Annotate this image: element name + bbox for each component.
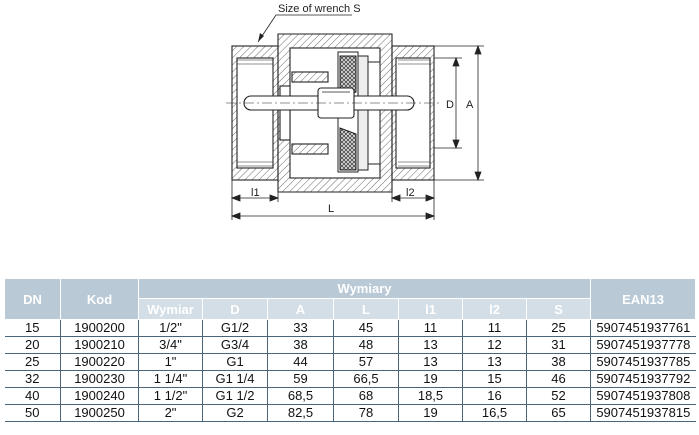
cell-l: 78 (333, 404, 399, 422)
dim-l2 (390, 180, 436, 220)
spec-table: DN Kod Wymiary EAN13 Wymiar D A L l1 l2 … (4, 278, 697, 422)
cell-a: 82,5 (267, 404, 334, 422)
cell-l2: 15 (462, 370, 527, 388)
cell-l1: 11 (398, 319, 463, 337)
cell-l: 68 (333, 387, 399, 405)
dim-L-label: L (328, 203, 334, 215)
cell-ean: 5907451937785 (590, 353, 696, 371)
cell-s: 46 (525, 370, 591, 388)
cell-d: G1 1/2 (202, 387, 268, 405)
header-dn: DN (4, 278, 61, 320)
cell-ean: 5907451937792 (590, 370, 696, 388)
dim-D-label: D (446, 99, 454, 111)
cell-d: G1 1/4 (202, 370, 268, 388)
cell-ean: 5907451937815 (590, 404, 696, 422)
table-row: 32 1900230 1 1/4" G1 1/4 59 66,5 19 15 4… (4, 370, 696, 388)
cell-l2: 16,5 (462, 404, 527, 422)
header-a: A (267, 298, 334, 320)
cell-l1: 18,5 (398, 387, 463, 405)
cell-s: 25 (525, 319, 591, 337)
cell-dn: 50 (4, 404, 61, 422)
header-l1: l1 (398, 298, 463, 320)
dim-l1 (230, 180, 280, 220)
cell-ean: 5907451937808 (590, 387, 696, 405)
header-ean: EAN13 (590, 278, 697, 320)
cell-ean: 5907451937778 (590, 336, 696, 354)
cell-l2: 11 (462, 319, 527, 337)
cell-d: G3/4 (202, 336, 268, 354)
header-wymiary: Wymiary (137, 278, 592, 299)
header-l: L (333, 298, 399, 320)
cell-s: 38 (525, 353, 591, 371)
cell-kod: 1900200 (60, 319, 139, 337)
cell-a: 59 (267, 370, 334, 388)
dim-l2-label: l2 (406, 187, 415, 199)
cell-l2: 12 (462, 336, 527, 354)
cell-a: 38 (267, 336, 334, 354)
cell-wymiar: 1 1/4" (138, 370, 203, 388)
table-row: 50 1900250 2" G2 82,5 78 19 16,5 65 5907… (4, 404, 696, 422)
cell-ean: 5907451937761 (590, 319, 696, 337)
cell-d: G1 (202, 353, 268, 371)
cell-kod: 1900230 (60, 370, 139, 388)
cell-wymiar: 1/2" (138, 319, 203, 337)
header-d: D (202, 298, 268, 320)
cell-wymiar: 1" (138, 353, 203, 371)
cell-l1: 19 (398, 370, 463, 388)
cell-dn: 32 (4, 370, 61, 388)
cell-d: G1/2 (202, 319, 268, 337)
dim-A (434, 44, 484, 182)
header-kod: Kod (60, 278, 139, 320)
cell-wymiar: 2" (138, 404, 203, 422)
check-valve-drawing: Size of wrench S (226, 3, 484, 220)
cell-a: 68,5 (267, 387, 334, 405)
cell-dn: 40 (4, 387, 61, 405)
cell-dn: 15 (4, 319, 61, 337)
header-s: S (525, 298, 592, 320)
cell-wymiar: 3/4" (138, 336, 203, 354)
table-row: 20 1900210 3/4" G3/4 38 48 13 12 31 5907… (4, 336, 696, 354)
header-l2: l2 (462, 298, 527, 320)
cell-s: 65 (525, 404, 591, 422)
dim-L (230, 212, 436, 220)
cell-d: G2 (202, 404, 268, 422)
header-wymiar: Wymiar (138, 298, 203, 320)
cell-s: 31 (525, 336, 591, 354)
cell-l1: 19 (398, 404, 463, 422)
table-row: 25 1900220 1" G1 44 57 13 13 38 59074519… (4, 353, 696, 371)
cell-l: 66,5 (333, 370, 399, 388)
cell-l: 48 (333, 336, 399, 354)
cell-kod: 1900250 (60, 404, 139, 422)
cell-l1: 13 (398, 336, 463, 354)
table-row: 40 1900240 1 1/2" G1 1/2 68,5 68 18,5 16… (4, 387, 696, 405)
cell-a: 33 (267, 319, 334, 337)
cell-dn: 20 (4, 336, 61, 354)
cell-l: 45 (333, 319, 399, 337)
dim-D (434, 56, 462, 150)
cell-l: 57 (333, 353, 399, 371)
cell-l2: 13 (462, 353, 527, 371)
cell-s: 52 (525, 387, 591, 405)
dim-A-label: A (466, 99, 474, 111)
cell-l2: 16 (462, 387, 527, 405)
cell-a: 44 (267, 353, 334, 371)
cell-l1: 13 (398, 353, 463, 371)
cell-wymiar: 1 1/2" (138, 387, 203, 405)
dim-l1-label: l1 (251, 187, 260, 199)
cell-kod: 1900210 (60, 336, 139, 354)
cell-kod: 1900220 (60, 353, 139, 371)
wrench-size-label: Size of wrench S (278, 3, 361, 15)
table-row: 15 1900200 1/2" G1/2 33 45 11 11 25 5907… (4, 319, 696, 337)
cell-kod: 1900240 (60, 387, 139, 405)
cell-dn: 25 (4, 353, 61, 371)
